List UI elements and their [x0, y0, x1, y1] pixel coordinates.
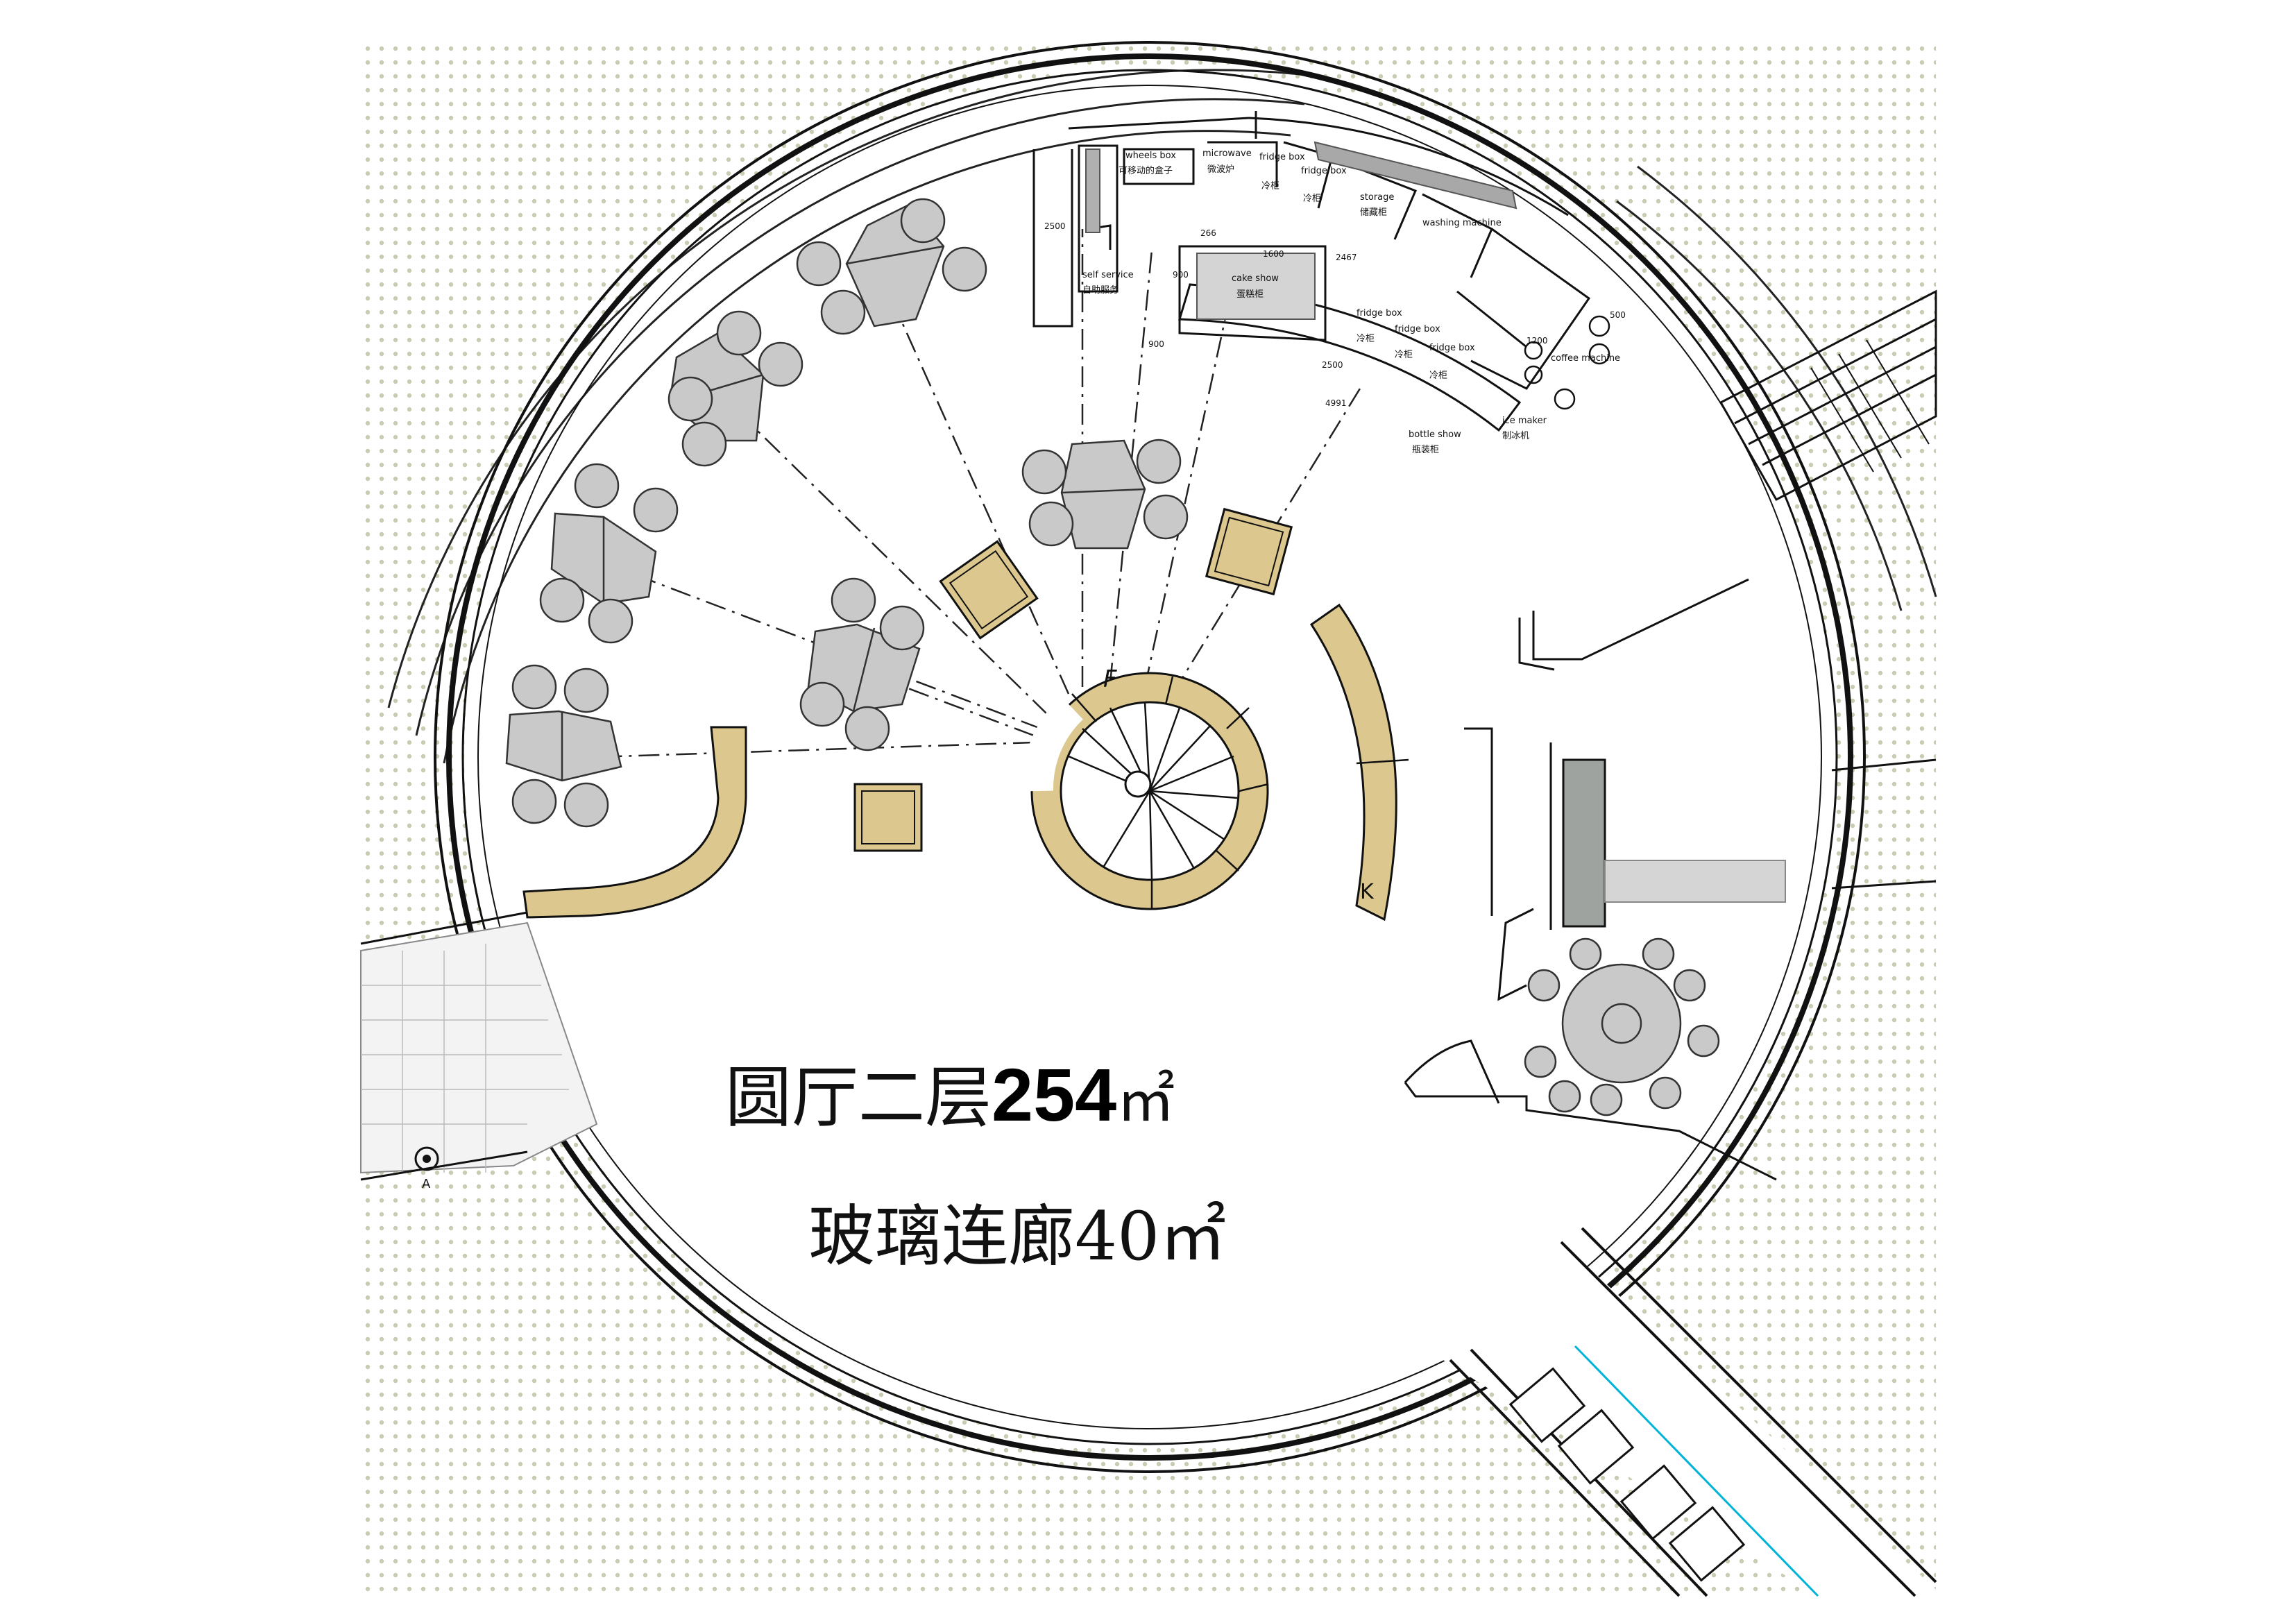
exterior-stair [1719, 289, 1937, 501]
dim-2: 900 [1173, 270, 1189, 280]
dimension-labels: 2500 900 900 266 1600 2467 4991 2500 500… [1044, 221, 1626, 408]
dim-4: 266 [1200, 228, 1216, 238]
kitchen-sinks [1524, 315, 1610, 410]
label-fridge-2: fridge box [1301, 166, 1347, 176]
label-storage-cn: 储藏柜 [1360, 207, 1387, 218]
dim-8: 2500 [1322, 360, 1343, 370]
area-title: 圆厅二层254㎡ 玻璃连廊40㎡ [725, 1053, 1226, 1275]
label-bottle-show: bottle show [1409, 430, 1461, 440]
label-fridge-3: fridge box [1357, 308, 1402, 318]
section-marker: A [414, 1146, 439, 1191]
wall-rings [434, 41, 1866, 1473]
label-microwave: microwave [1202, 148, 1252, 159]
label-washing: washing machine [1422, 218, 1502, 228]
kitchen-labels: wheels box 可移动的盒子 microwave 微波炉 fridge b… [1082, 148, 1620, 455]
curved-counter-left [522, 726, 747, 919]
title-prefix: 圆厅二层 [725, 1059, 992, 1137]
label-fridge-4-cn: 冷柜 [1395, 350, 1413, 360]
title-unit: ㎡ [1116, 1067, 1175, 1135]
curved-counter-k: K [1309, 603, 1409, 921]
label-bottle-show-cn: 瓶装柜 [1412, 445, 1439, 455]
table-group-3 [539, 463, 679, 644]
dim-5: 1600 [1263, 249, 1284, 259]
dim-10: 1200 [1527, 336, 1548, 346]
label-fridge-1: fridge box [1259, 152, 1305, 162]
planter-3 [853, 783, 923, 852]
dining-tables [505, 198, 1189, 828]
glass-screen [1549, 742, 1786, 930]
label-icemaker-cn: 制冰机 [1502, 431, 1529, 441]
label-coffee: coffee machine [1551, 353, 1620, 364]
section-marker-label: A [422, 1177, 431, 1191]
label-microwave-cn: 微波炉 [1207, 164, 1234, 175]
dim-7: 4991 [1325, 398, 1347, 408]
label-cake-show-cn: 蛋糕柜 [1236, 289, 1264, 300]
svg-text:圆厅二层254㎡: 圆厅二层254㎡ [725, 1053, 1175, 1137]
stair-letter-k: K [1360, 880, 1375, 904]
right-walkways [1831, 758, 1937, 890]
table-group-6 [1021, 439, 1189, 550]
label-fridge-4: fridge box [1395, 324, 1440, 334]
label-fridge-5: fridge box [1429, 343, 1475, 353]
table-group-2 [667, 310, 803, 467]
label-cake-show: cake show [1232, 273, 1279, 284]
title-number: 254 [992, 1053, 1116, 1137]
label-storage: storage [1360, 192, 1394, 203]
subtitle: 玻璃连廊40㎡ [808, 1198, 1226, 1275]
table-group-1 [796, 198, 987, 335]
label-fridge-3-cn: 冷柜 [1357, 334, 1375, 344]
dim-6: 2467 [1336, 253, 1357, 262]
corridor-tables [1508, 1367, 1746, 1582]
dim-1: 2500 [1044, 221, 1066, 231]
label-wheels-box-cn: 可移动的盒子 [1119, 165, 1173, 176]
label-fridge-5-cn: 冷柜 [1429, 371, 1447, 381]
round-table [1524, 937, 1720, 1116]
dim-9: 500 [1610, 310, 1626, 320]
table-group-4 [799, 577, 925, 751]
kitchen-hatching [1085, 141, 1517, 320]
square-planters [853, 507, 1293, 852]
label-icemaker: ice maker [1502, 416, 1547, 426]
right-partitions [1404, 578, 1777, 1181]
table-group-5 [505, 664, 622, 828]
label-self-service-cn: 自助服务 [1082, 284, 1119, 296]
label-wheels-box: wheels box [1125, 151, 1176, 161]
dim-3: 900 [1148, 339, 1164, 349]
label-self-service: self service [1082, 270, 1134, 280]
glass-corridor [1443, 1227, 1943, 1597]
spiral-stair: F [1021, 665, 1269, 910]
planter-1 [939, 540, 1039, 640]
entrance-paving [360, 911, 598, 1181]
label-fridge-2-cn: 冷柜 [1303, 194, 1321, 204]
label-fridge-1-cn: 冷柜 [1261, 181, 1279, 192]
planter-2 [1205, 507, 1293, 596]
stair-letter-f: F [1103, 665, 1117, 693]
